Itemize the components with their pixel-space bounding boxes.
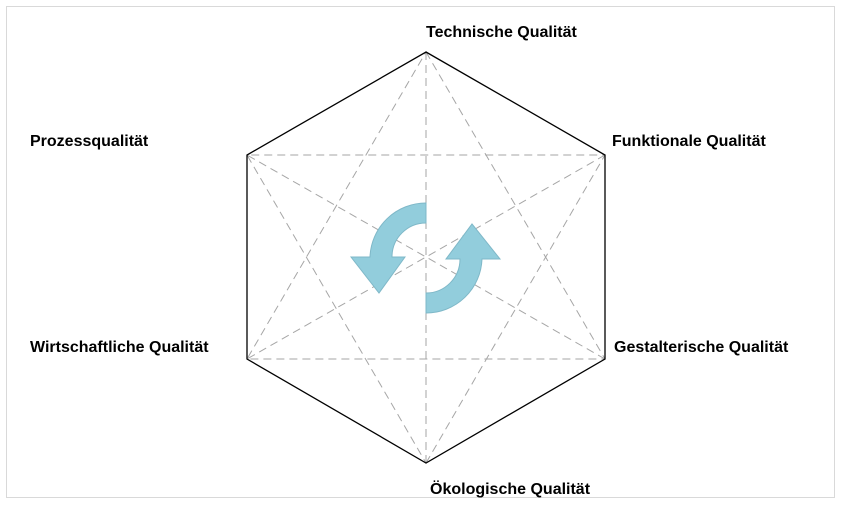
cycle-arrows-icon <box>349 202 502 314</box>
label-oekologische-qualitaet: Ökologische Qualität <box>430 481 591 498</box>
diagram-frame <box>6 6 835 498</box>
label-gestalterische-qualitaet: Gestalterische Qualität <box>614 339 789 356</box>
label-wirtschaftliche-qualitaet: Wirtschaftliche Qualität <box>30 339 209 356</box>
dashed-star-lines <box>246 51 606 464</box>
label-technische-qualitaet: Technische Qualität <box>426 24 577 41</box>
label-prozessqualitaet: Prozessqualität <box>30 133 149 150</box>
label-funktionale-qualitaet: Funktionale Qualität <box>612 133 766 150</box>
hexagon-outline <box>246 51 606 464</box>
